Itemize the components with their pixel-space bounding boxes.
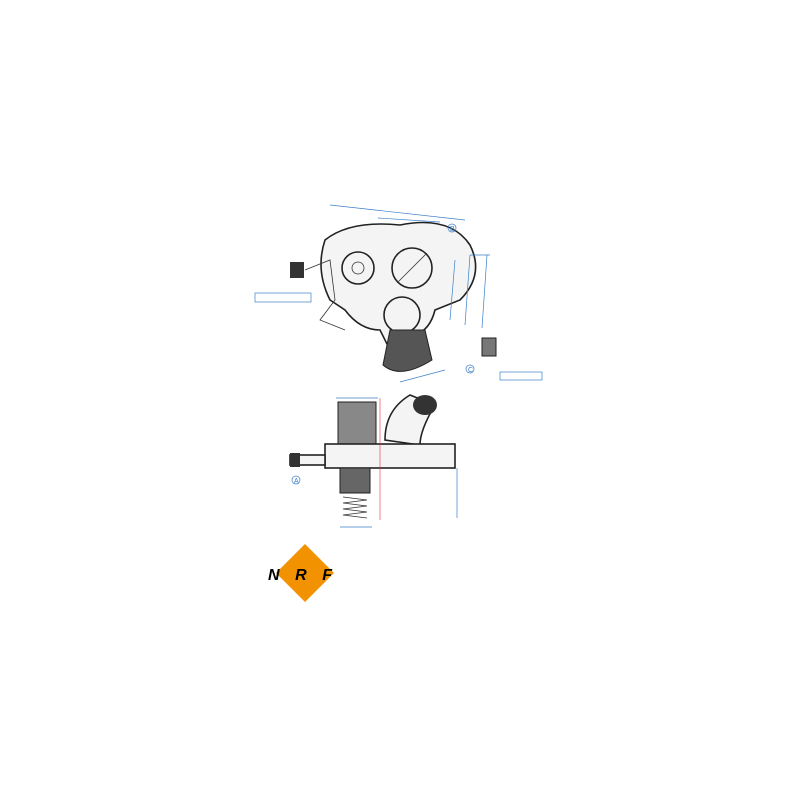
nrf-logo: NRF [268, 544, 334, 602]
logo-text: NRF [268, 567, 333, 584]
inlet-port [341, 251, 375, 285]
sensor-connector [290, 262, 304, 278]
tolerance-frame [254, 292, 312, 303]
elbow-pipe-end [413, 395, 437, 415]
outlet-pipe [337, 401, 377, 445]
dimension-line-inner [377, 217, 441, 223]
dimension-line-width [329, 204, 466, 221]
section-detail [481, 337, 497, 357]
mounting-bracket [304, 259, 346, 331]
housing-body [324, 443, 456, 469]
outlet-port-bottom [383, 296, 421, 334]
datum-a-marker [291, 475, 301, 485]
datum-a-label: A [294, 478, 299, 485]
datum-b-marker [447, 223, 457, 233]
dimension-line-height-1 [449, 259, 456, 321]
hose-connector [382, 329, 433, 372]
thermostat-spring [342, 496, 368, 519]
inlet-port-center [351, 261, 365, 275]
datum-c-marker [465, 364, 475, 374]
tolerance-frame-2 [499, 371, 543, 381]
dimension-line-height-3 [481, 254, 488, 329]
dimension-line-height-2 [464, 254, 471, 326]
port-section-line [397, 253, 427, 283]
datum-c-label: C [468, 367, 473, 374]
datum-b-label: B [450, 226, 455, 233]
top-view: B C [254, 204, 543, 383]
dimension-line-diameter [399, 369, 446, 383]
logo-diamond [276, 544, 334, 602]
thermostat-body [339, 467, 371, 494]
side-view: A [289, 394, 458, 528]
sensor-head [290, 453, 300, 467]
